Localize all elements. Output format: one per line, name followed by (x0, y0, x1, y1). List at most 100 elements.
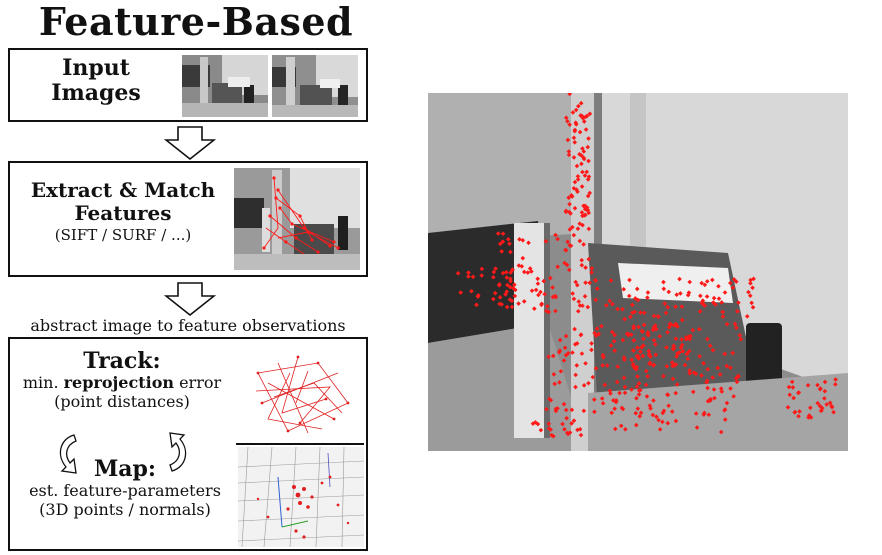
feature-point-marker (819, 408, 824, 413)
feature-point-marker (636, 381, 642, 386)
feature-point-marker (687, 279, 693, 285)
feature-point-marker (824, 402, 830, 407)
feature-point-marker (572, 341, 578, 347)
feature-point-marker (536, 292, 541, 298)
feature-point-marker (493, 266, 498, 271)
feature-point-marker (707, 343, 713, 348)
feature-point-marker (596, 331, 602, 337)
input-images-box: Input Images (8, 48, 368, 122)
abstraction-caption: abstract image to feature observations (30, 316, 346, 335)
feature-point-marker (785, 404, 791, 410)
input-image-2 (272, 55, 358, 117)
feature-point-marker (611, 398, 616, 403)
3d-map-image (238, 447, 364, 547)
feature-point-marker (712, 395, 717, 401)
feature-point-marker (504, 289, 510, 294)
feature-point-marker (570, 291, 575, 296)
feature-point-marker (475, 294, 481, 299)
feature-point-marker (541, 278, 547, 284)
feature-point-marker (565, 239, 570, 245)
feature-point-marker (685, 292, 691, 298)
feature-point-marker (579, 257, 585, 263)
feature-point-marker (608, 343, 614, 348)
feature-point-marker (609, 329, 615, 335)
feature-point-marker (732, 321, 738, 327)
feature-point-marker (701, 412, 707, 417)
feature-point-marker (698, 293, 703, 299)
feature-point-marker (561, 358, 567, 363)
feature-point-marker (686, 290, 692, 295)
feature-point-marker (564, 415, 569, 421)
feature-point-marker (626, 293, 632, 299)
feature-point-marker (543, 239, 549, 244)
feature-point-marker (583, 280, 588, 285)
feature-point-marker (691, 370, 697, 375)
feature-point-marker (648, 406, 653, 411)
feature-point-marker (455, 270, 461, 276)
feature-point-marker (604, 303, 609, 308)
feature-point-marker (722, 408, 727, 413)
feature-point-marker (558, 368, 564, 374)
feature-point-marker (509, 304, 515, 310)
feature-point-marker (608, 391, 613, 396)
feature-point-marker (532, 306, 537, 311)
feature-point-marker (579, 161, 584, 167)
feature-point-marker (569, 421, 574, 426)
matched-features-image (234, 168, 360, 270)
feature-point-marker (567, 242, 572, 248)
feature-point-marker (581, 408, 587, 414)
feature-point-marker (664, 363, 670, 369)
feature-point-marker (711, 300, 716, 305)
feature-point-marker (594, 286, 600, 291)
feature-point-marker (492, 290, 498, 296)
feature-point-marker (582, 206, 588, 212)
feature-point-marker (717, 372, 723, 377)
feature-point-marker (586, 158, 591, 164)
feature-point-marker (797, 409, 802, 414)
feature-point-marker (560, 421, 565, 427)
feature-point-marker (792, 409, 798, 415)
feature-point-marker (491, 269, 497, 275)
feature-point-marker (504, 275, 510, 280)
feature-point-marker (684, 351, 690, 357)
feature-point-marker (640, 353, 646, 359)
feature-point-marker (791, 395, 796, 401)
feature-point-marker (565, 137, 571, 143)
feature-point-marker (600, 401, 606, 406)
feature-point-marker (572, 205, 578, 211)
feature-point-marker (570, 224, 575, 230)
feature-point-marker (669, 360, 675, 365)
feature-point-marker (708, 396, 713, 402)
feature-point-marker (563, 247, 569, 253)
feature-point-marker (590, 374, 596, 380)
feature-point-marker (544, 308, 549, 314)
feature-point-marker (563, 115, 569, 121)
feature-point-marker (822, 379, 828, 385)
down-arrow-icon (164, 126, 216, 160)
feature-point-marker (665, 304, 670, 310)
feature-point-marker (580, 146, 585, 151)
feature-point-marker (634, 364, 640, 370)
feature-point-marker (584, 205, 590, 210)
feature-point-marker (571, 155, 577, 160)
feature-point-marker (697, 326, 702, 332)
feature-point-marker (651, 313, 657, 319)
feature-point-marker (722, 290, 728, 295)
input-image-1 (182, 55, 268, 117)
feature-point-marker (466, 274, 471, 279)
feature-point-marker (563, 352, 569, 358)
feature-point-marker (680, 348, 686, 354)
feature-point-marker (533, 420, 538, 425)
feature-point-marker (553, 293, 558, 299)
feature-point-marker (685, 356, 691, 362)
feature-point-marker (815, 400, 821, 406)
feature-point-marker (575, 173, 581, 179)
feature-point-marker (567, 227, 573, 232)
feature-point-marker (678, 291, 683, 296)
feature-point-marker (604, 363, 610, 368)
feature-point-marker (787, 392, 793, 398)
feature-point-marker (704, 380, 709, 385)
feature-point-marker (724, 400, 730, 406)
feature-point-marker (637, 413, 643, 419)
cycle-arrow-right-icon (169, 432, 187, 472)
